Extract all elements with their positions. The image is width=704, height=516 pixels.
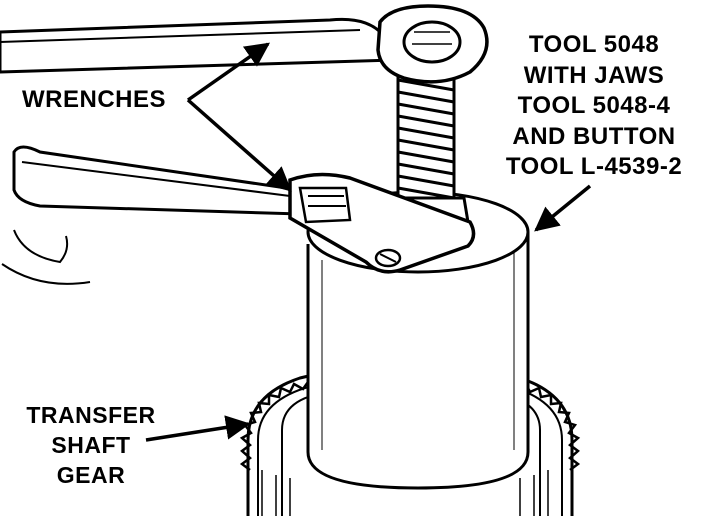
box-wrench (0, 4, 489, 84)
leader-arrows (145, 42, 592, 442)
arrow-to-adjustable-wrench (186, 98, 292, 192)
tool-label-line: AND BUTTON (512, 122, 676, 150)
tool-label-line: TOOL 5048-4 (517, 92, 671, 119)
tool-label-line: TOOL 5048 (528, 31, 660, 58)
arrow-to-puller (534, 184, 592, 232)
gear-label: TRANSFER SHAFT GEAR (12, 400, 170, 490)
arrow-to-box-wrench (186, 42, 271, 102)
gear-label-line: GEAR (56, 462, 126, 488)
tool-label-line: WITH JAWS (523, 61, 665, 89)
tool-label-line: TOOL L-4539-2 (505, 153, 683, 180)
wrenches-label: WRENCHES (22, 86, 167, 113)
gear-label-line: TRANSFER (26, 402, 156, 428)
tool-label: TOOL 5048 WITH JAWS TOOL 5048-4 AND BUTT… (488, 30, 700, 183)
adjustable-wrench (1, 145, 476, 285)
arrow-to-gear (145, 415, 251, 442)
gear-label-line: SHAFT (51, 432, 131, 458)
